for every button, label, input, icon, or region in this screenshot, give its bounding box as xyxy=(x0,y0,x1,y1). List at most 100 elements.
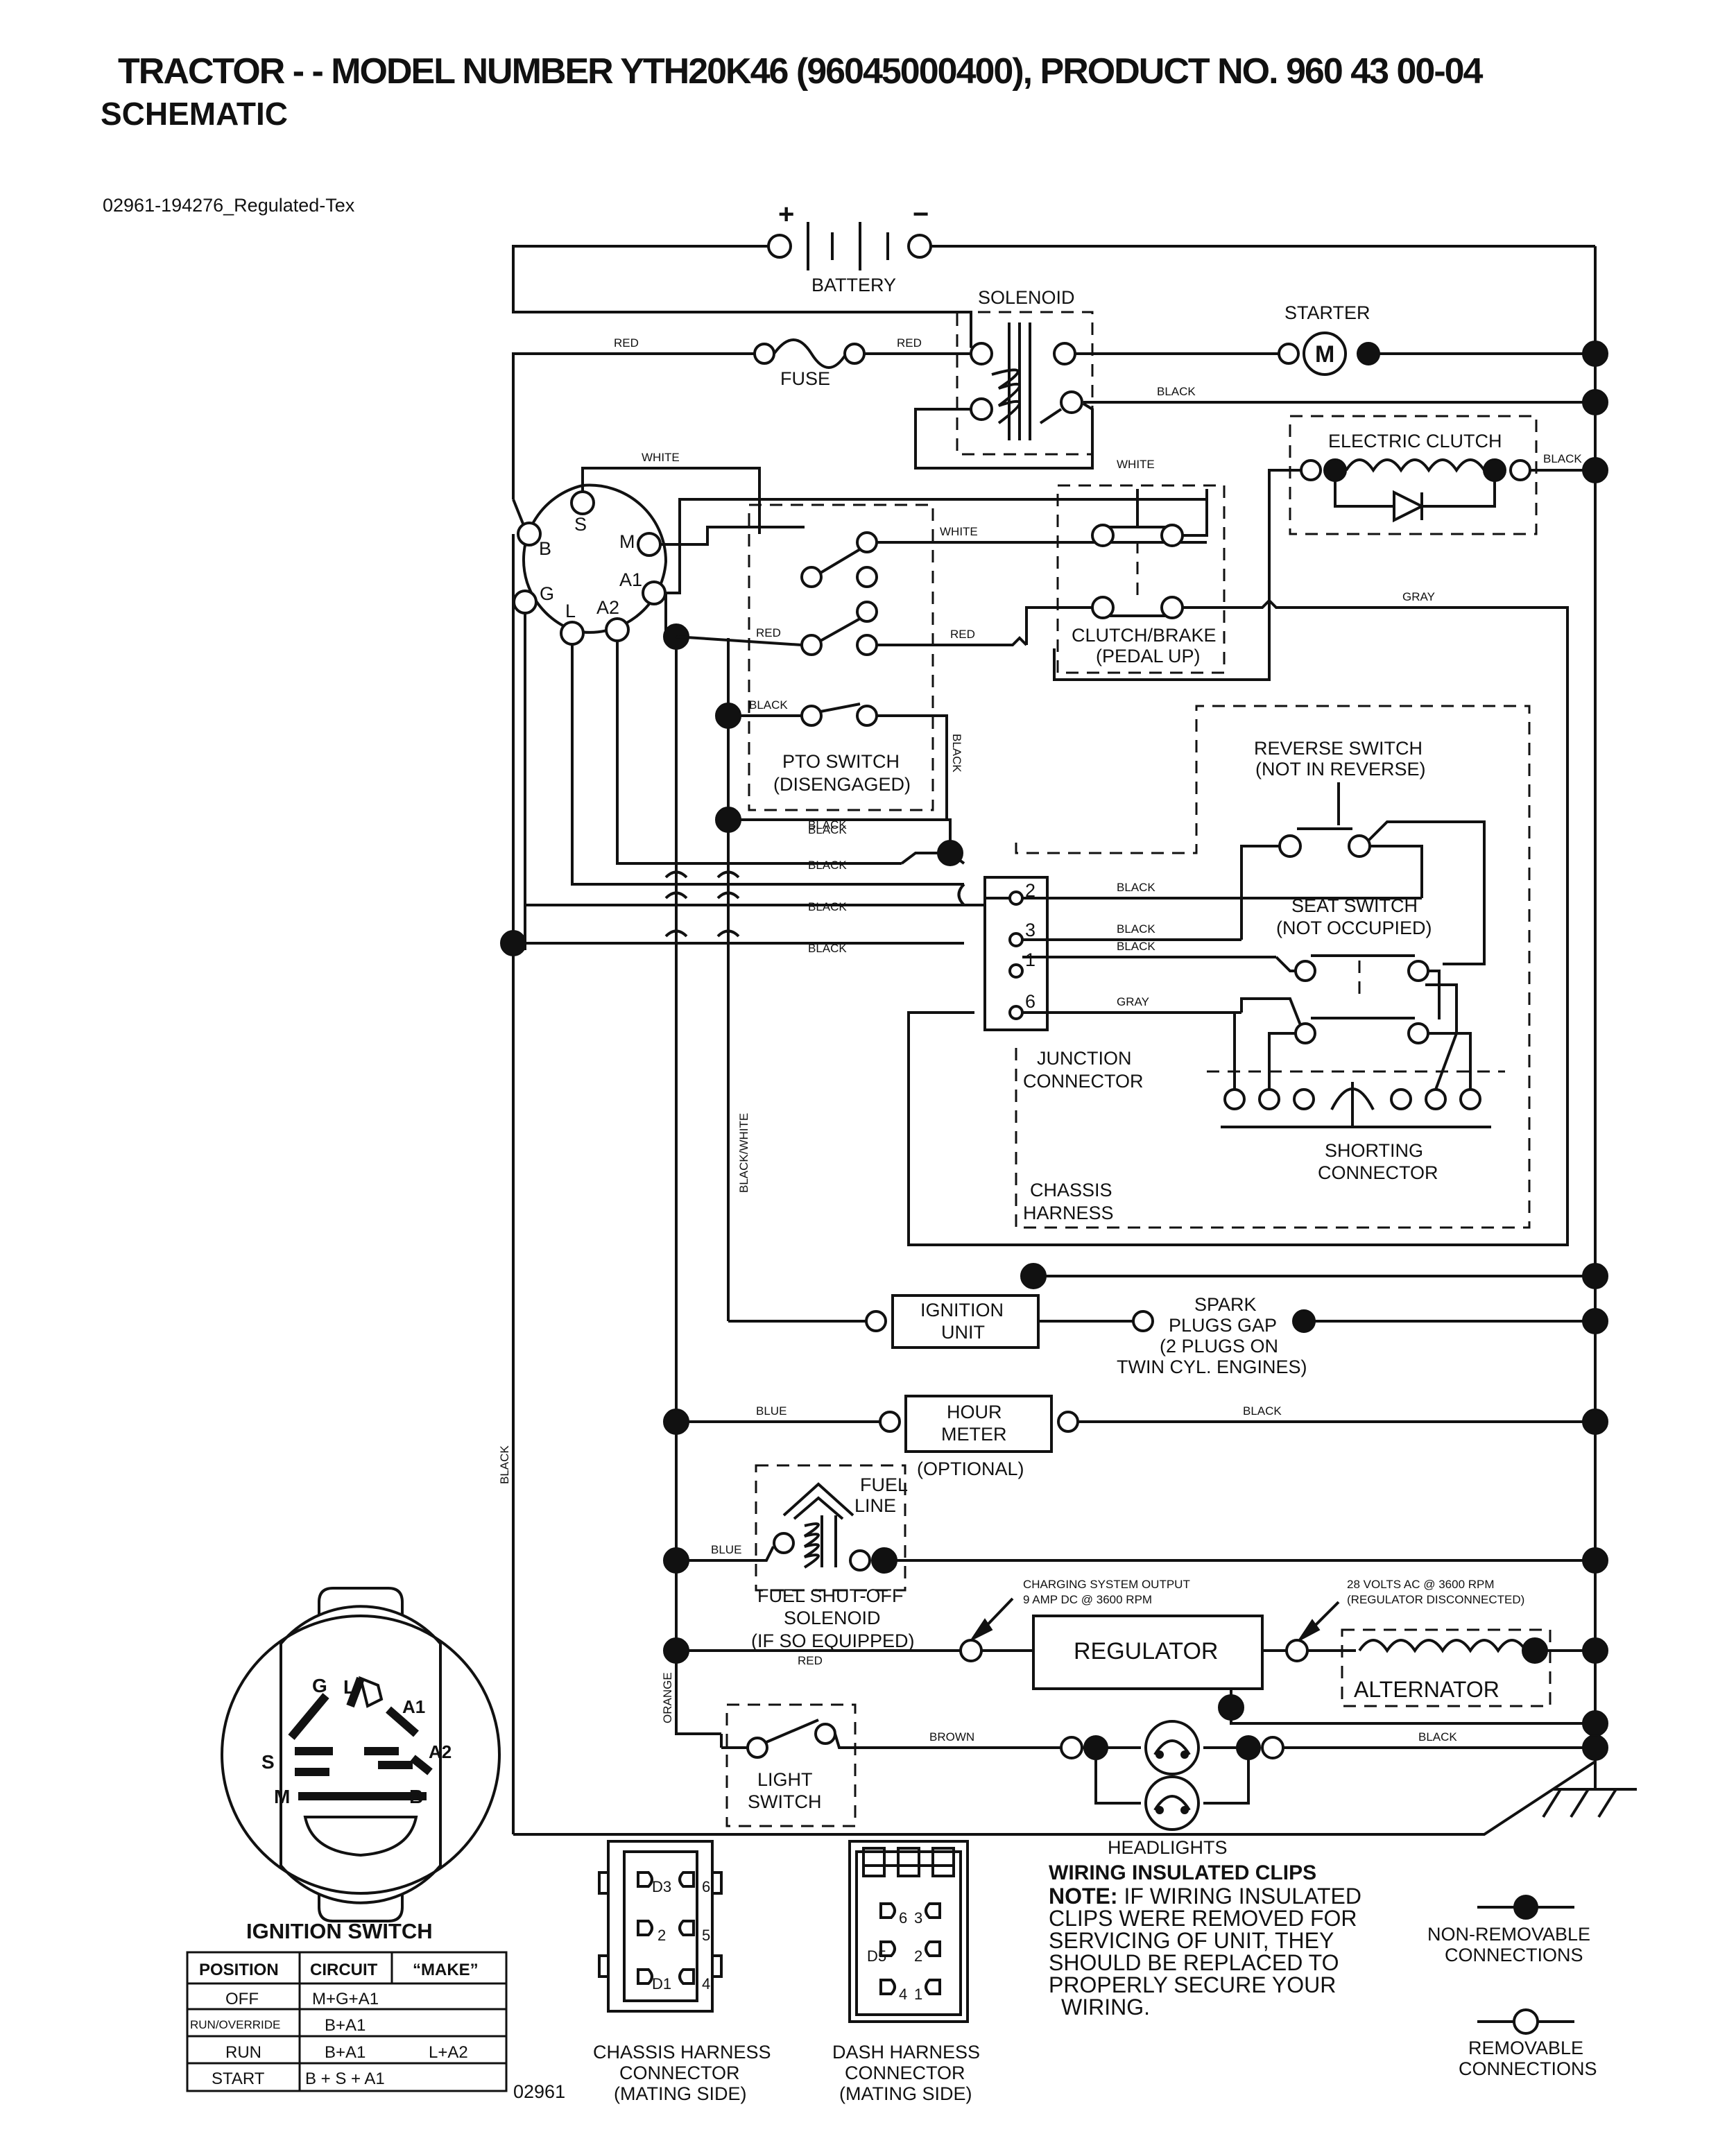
ground-symbol xyxy=(513,1748,1637,1836)
chassis-pin-5: 5 xyxy=(702,1927,710,1944)
alternator-label: ALTERNATOR xyxy=(1354,1677,1499,1702)
spark-plugs-label-4: TWIN CYL. ENGINES) xyxy=(1117,1357,1307,1377)
wire-label-red-2: RED xyxy=(897,336,922,350)
chassis-connector-label-2: CONNECTOR xyxy=(619,2063,740,2083)
junction-connector-label-1: JUNCTION xyxy=(1037,1048,1132,1069)
table-row-start-circuit: B + S + A1 xyxy=(305,2069,385,2088)
fuse: FUSE RED RED xyxy=(512,336,971,499)
light-switch: LIGHT SWITCH BROWN xyxy=(720,1703,1061,1827)
shorting-connector-label-2: CONNECTOR xyxy=(1318,1162,1438,1183)
dash-pin-4: 4 xyxy=(899,1986,907,2003)
note-line-2: CLIPS WERE REMOVED FOR xyxy=(1049,1906,1357,1931)
note-line-5: PROPERLY SECURE YOUR xyxy=(1049,1972,1336,1997)
battery-label: BATTERY xyxy=(811,275,896,295)
fuse-label: FUSE xyxy=(780,368,830,389)
wire-label-black-headlights: BLACK xyxy=(1418,1730,1457,1744)
battery-minus-sign: − xyxy=(913,199,929,230)
fuel-line-label-2: LINE xyxy=(854,1495,896,1516)
wire-label-black-pto-vertical: BLACK xyxy=(950,734,963,773)
junction-pin-3: 3 xyxy=(1025,920,1035,940)
alternator-output-label-2: (REGULATOR DISCONNECTED) xyxy=(1347,1593,1524,1606)
table-row-off-position: OFF xyxy=(225,1990,259,2008)
dash-harness-connector: 6 3 D5 2 4 1 DASH HARNESS CONNECTOR (MAT… xyxy=(832,1840,980,2104)
wire-label-brown: BROWN xyxy=(929,1730,974,1744)
ignition-switch-face: G L A1 S A2 M B IGNITION SWITCH xyxy=(221,1587,501,1943)
chassis-pin-d3: D3 xyxy=(652,1878,671,1895)
table-row-run-position: RUN xyxy=(225,2043,261,2062)
dash-pin-d5: D5 xyxy=(867,1947,886,1965)
wire-label-black-j7: BLACK xyxy=(1117,940,1155,953)
ignition-terminal-g: G xyxy=(540,583,554,604)
page-subtitle: SCHEMATIC xyxy=(101,96,288,132)
solenoid: SOLENOID xyxy=(914,287,1094,470)
document-code: 02961-194276_Regulated-Tex xyxy=(103,195,355,216)
ignition-terminal-s: S xyxy=(574,514,587,535)
table-row-override-circuit: B+A1 xyxy=(325,2016,366,2035)
ignition-terminal-a2: A2 xyxy=(596,597,619,618)
starter-symbol: M xyxy=(1315,341,1334,368)
headlights-label: HEADLIGHTS xyxy=(1108,1837,1228,1858)
starter-label: STARTER xyxy=(1284,302,1370,323)
fuel-solenoid-label-2: SOLENOID xyxy=(784,1608,881,1628)
legend-non-removable-2: CONNECTIONS xyxy=(1445,1945,1583,1965)
note-line-3: SERVICING OF UNIT, THEY xyxy=(1049,1928,1334,1953)
ignition-switch-symbol: B S M A1 G L A2 WHITE xyxy=(512,451,805,646)
connection-legend: NON-REMOVABLE CONNECTIONS REMOVABLE CONN… xyxy=(1427,1895,1597,2079)
seat-switch-label-2: (NOT OCCUPIED) xyxy=(1276,918,1432,938)
table-header-position: POSITION xyxy=(199,1961,279,1979)
starter: M STARTER BLACK xyxy=(1075,302,1608,415)
table-row-off-circuit: M+G+A1 xyxy=(312,1990,379,2008)
table-row-run-make: L+A2 xyxy=(429,2043,468,2062)
table-row-start-position: START xyxy=(212,2069,265,2088)
pto-switch-label-1: PTO SWITCH xyxy=(782,751,900,772)
switch-face-m: M xyxy=(274,1786,290,1807)
wire-label-blue-fuel: BLUE xyxy=(711,1543,741,1556)
wire-label-black-clutch: BLACK xyxy=(1543,452,1582,465)
electric-clutch: ELECTRIC CLUTCH BLACK xyxy=(1053,415,1608,681)
wire-label-red-regulator: RED xyxy=(798,1654,823,1667)
clutch-brake-switch: CLUTCH/BRAKE (PEDAL UP) WHITE GRAY xyxy=(758,458,1569,1246)
shorting-connector-label-1: SHORTING xyxy=(1325,1140,1423,1161)
ignition-terminal-m: M xyxy=(619,531,635,552)
wire-label-black-pto-bottom: BLACK xyxy=(808,823,847,836)
table-row-run-circuit: B+A1 xyxy=(325,2043,366,2062)
junction-pin-6: 6 xyxy=(1025,991,1035,1012)
light-switch-label-1: LIGHT xyxy=(757,1769,813,1790)
legend-non-removable-1: NON-REMOVABLE xyxy=(1427,1924,1590,1945)
wire-label-black-pto: BLACK xyxy=(749,698,788,712)
table-header-make: “MAKE” xyxy=(413,1961,479,1979)
note-bold: NOTE: xyxy=(1049,1884,1118,1909)
note-line-1-row: NOTE: IF WIRING INSULATED xyxy=(1049,1884,1361,1909)
spark-plugs-label-1: SPARK xyxy=(1194,1294,1257,1315)
table-header-circuit: CIRCUIT xyxy=(310,1961,378,1979)
table-row-override-position: RUN/OVERRIDE xyxy=(190,2018,280,2031)
wire-label-black-solenoid: BLACK xyxy=(1157,385,1196,398)
dash-pin-6: 6 xyxy=(899,1909,907,1927)
reverse-switch-label-2: (NOT IN REVERSE) xyxy=(1255,759,1426,780)
spark-plugs-label-3: (2 PLUGS ON xyxy=(1160,1336,1278,1357)
junction-connector-label-2: CONNECTOR xyxy=(1023,1071,1144,1092)
legend-removable-2: CONNECTIONS xyxy=(1459,2058,1597,2079)
seat-switch: SEAT SWITCH (NOT OCCUPIED) xyxy=(1240,895,1458,1044)
chassis-pin-4: 4 xyxy=(702,1975,710,1992)
hour-meter-label-2: METER xyxy=(941,1424,1007,1445)
reverse-switch: REVERSE SWITCH (NOT IN REVERSE) xyxy=(1240,738,1486,965)
wire-label-white-clutch: WHITE xyxy=(1117,458,1155,471)
fuel-solenoid-label-3: (IF SO EQUIPPED) xyxy=(751,1630,915,1651)
page-title: TRACTOR - - MODEL NUMBER YTH20K46 (96045… xyxy=(118,51,1484,92)
note-line-4: SHOULD BE REPLACED TO xyxy=(1049,1950,1339,1975)
switch-face-a1: A1 xyxy=(402,1696,425,1717)
spark-plugs-label-2: PLUGS GAP xyxy=(1169,1315,1277,1336)
switch-face-b: B xyxy=(409,1786,423,1807)
alternator-output-label-1: 28 VOLTS AC @ 3600 RPM xyxy=(1347,1578,1495,1591)
chassis-pin-d1: D1 xyxy=(652,1975,671,1992)
wire-label-black-j4: BLACK xyxy=(808,942,847,955)
ignition-switch-title: IGNITION SWITCH xyxy=(246,1919,433,1943)
chassis-harness: CHASSIS HARNESS xyxy=(1015,705,1531,1229)
figure-number: 02961 xyxy=(513,2081,565,2102)
battery: + − BATTERY xyxy=(512,199,1595,355)
hour-meter-optional: (OPTIONAL) xyxy=(917,1458,1024,1479)
wire-label-white-s: WHITE xyxy=(642,451,680,464)
ignition-unit-label-2: UNIT xyxy=(941,1322,985,1343)
